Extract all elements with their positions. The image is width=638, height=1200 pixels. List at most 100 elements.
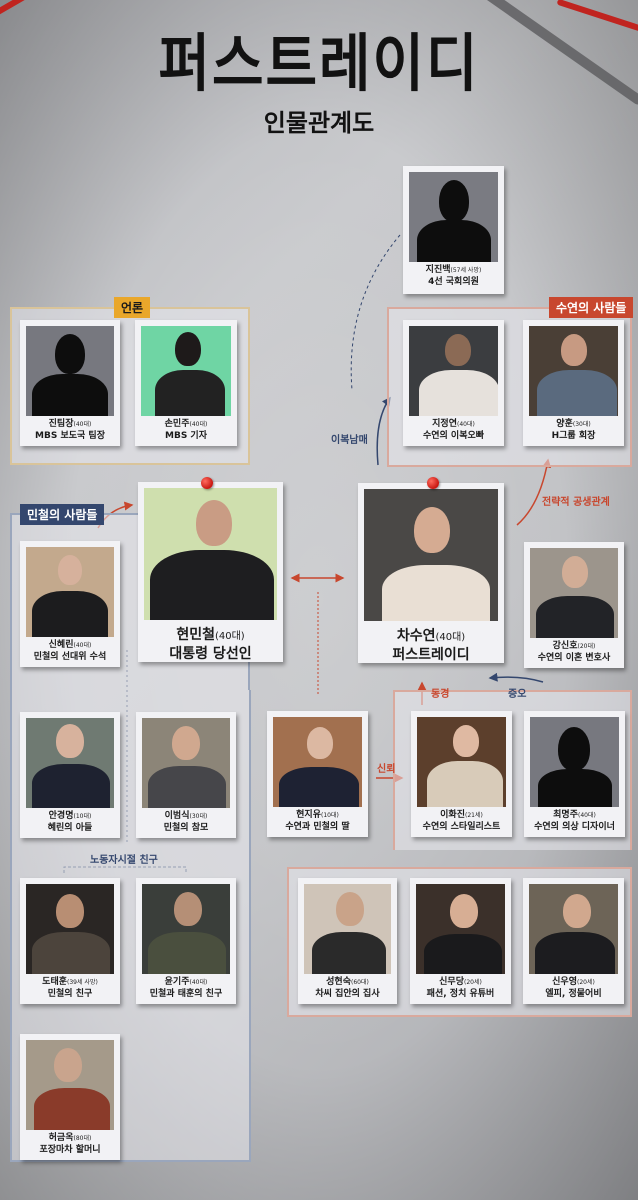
character-name: 강신호 bbox=[552, 641, 578, 651]
character-card-hyun-jiyu[interactable]: 현지유(10대) 수연과 민철의 딸 bbox=[267, 711, 368, 837]
character-age: (39세 사망) bbox=[67, 979, 98, 986]
character-card-shin-hyerin[interactable]: 신혜린(40대) 민철의 선대위 수석 bbox=[20, 541, 120, 667]
character-card-ji-jinbaek[interactable]: 지진백(57세 사망) 4선 국회의원 bbox=[403, 166, 504, 294]
character-age: (40대) bbox=[578, 812, 596, 819]
character-age: (40대) bbox=[73, 421, 92, 428]
character-card-yun-giju[interactable]: 윤기주(40대) 민철과 태훈의 친구 bbox=[136, 878, 236, 1004]
character-role: MBS 보도국 팀장 bbox=[35, 430, 105, 441]
character-role: 대통령 당선인 bbox=[169, 645, 252, 662]
character-age: (40대) bbox=[435, 632, 466, 643]
character-age: (30대) bbox=[189, 813, 208, 820]
character-name: 차수연 bbox=[396, 628, 436, 644]
character-role: 포장마차 할머니 bbox=[39, 1144, 101, 1155]
character-name: 손민주 bbox=[164, 419, 190, 429]
character-card-choi-myeongju[interactable]: 최명주(40대) 수연의 의상 디자이너 bbox=[524, 711, 625, 837]
character-name: 이범식 bbox=[164, 811, 190, 821]
label-strategic: 전략적 공생관계 bbox=[542, 497, 610, 508]
character-card-an-gyeongmyeong[interactable]: 안경명(10대) 혜린의 아들 bbox=[20, 712, 120, 838]
character-age: (20세) bbox=[577, 979, 595, 986]
character-name: 현지유 bbox=[296, 810, 321, 820]
character-card-do-taehun[interactable]: 도태훈(39세 사망) 민철의 친구 bbox=[20, 878, 120, 1004]
character-age: (57세 사망) bbox=[450, 267, 482, 274]
character-role: 수연의 스타일리스트 bbox=[422, 821, 501, 832]
character-age: (20세) bbox=[464, 979, 482, 986]
character-card-lee-beomsik[interactable]: 이범식(30대) 민철의 참모 bbox=[136, 712, 236, 838]
character-name: 이화진 bbox=[440, 810, 465, 820]
character-age: (40대) bbox=[214, 631, 245, 642]
character-photo bbox=[144, 488, 277, 620]
character-role: 수연의 의상 디자이너 bbox=[534, 821, 615, 832]
character-card-seong-hyeonsuk[interactable]: 성현숙(60대) 차씨 집안의 집사 bbox=[298, 878, 397, 1004]
pin-icon bbox=[427, 477, 439, 489]
character-card-jin-team[interactable]: 진팀장(40대) MBS 보도국 팀장 bbox=[20, 320, 120, 446]
character-card-heo-geumok[interactable]: 허금옥(80대) 포장마차 할머니 bbox=[20, 1034, 120, 1160]
character-role: 민철의 선대위 수석 bbox=[33, 651, 107, 662]
character-name: 신무당 bbox=[439, 977, 464, 987]
character-age: (80대) bbox=[73, 1135, 92, 1142]
label-hatred: 증오 bbox=[508, 689, 527, 700]
character-name: 성현숙 bbox=[326, 977, 351, 987]
page-subtitle: 인물관계도 bbox=[263, 109, 375, 137]
silhouette-icon bbox=[409, 172, 498, 262]
character-photo bbox=[364, 489, 498, 621]
character-role: 수연과 민철의 딸 bbox=[285, 821, 350, 832]
character-photo bbox=[304, 884, 391, 974]
character-role: 엘피, 정물어비 bbox=[545, 988, 602, 999]
character-photo bbox=[529, 326, 618, 416]
character-card-shin-mudang[interactable]: 신무당(20세) 패션, 정치 유튜버 bbox=[410, 878, 511, 1004]
character-role: 민철의 친구 bbox=[47, 988, 93, 999]
character-name: 신우영 bbox=[552, 977, 577, 987]
group-label-mincheol-people: 민철의 사람들 bbox=[20, 504, 105, 525]
character-photo bbox=[26, 547, 114, 637]
character-photo bbox=[273, 717, 362, 807]
character-age: (40대) bbox=[73, 642, 92, 649]
character-role: H그룹 회장 bbox=[551, 430, 596, 441]
label-admiration: 동경 bbox=[431, 689, 450, 700]
silhouette-icon bbox=[530, 717, 619, 807]
character-photo bbox=[26, 718, 114, 808]
character-age: (40대) bbox=[189, 421, 208, 428]
character-role: 민철의 참모 bbox=[163, 822, 209, 833]
character-card-ji-jeongyeon[interactable]: 지정연(40대) 수연의 이복오빠 bbox=[403, 320, 504, 446]
character-name: 현민철 bbox=[176, 627, 215, 643]
character-photo bbox=[141, 326, 231, 416]
character-name: 도태훈 bbox=[42, 977, 68, 987]
character-card-son-minju[interactable]: 손민주(40대) MBS 기자 bbox=[135, 320, 237, 446]
character-photo bbox=[416, 884, 505, 974]
character-name: 윤기주 bbox=[164, 977, 190, 987]
character-card-hyun-mincheol[interactable]: 현민철(40대) 대통령 당선인 bbox=[138, 482, 283, 662]
label-labor-friends: 노동자시절 친구 bbox=[90, 855, 158, 866]
character-photo bbox=[142, 884, 230, 974]
character-name: 지정연 bbox=[432, 419, 457, 429]
character-age: (10대) bbox=[321, 812, 339, 819]
character-age: (40대) bbox=[457, 421, 475, 428]
character-role: MBS 기자 bbox=[165, 430, 207, 441]
character-role: 차씨 집안의 집사 bbox=[315, 988, 380, 999]
character-name: 최명주 bbox=[553, 810, 578, 820]
character-role: 수연의 이복오빠 bbox=[422, 430, 485, 441]
group-label-suyeon-people: 수연의 사람들 bbox=[549, 297, 634, 318]
character-photo bbox=[417, 717, 506, 807]
character-name: 지진백 bbox=[425, 265, 451, 275]
page-title: 퍼스트레이디 bbox=[158, 27, 480, 101]
character-name: 허금옥 bbox=[48, 1133, 74, 1143]
group-label-press: 언론 bbox=[114, 297, 151, 318]
silhouette-icon bbox=[26, 326, 114, 416]
character-role: 패션, 정치 유튜버 bbox=[426, 988, 495, 999]
character-name: 양훈 bbox=[556, 419, 573, 429]
character-card-shin-uyeong[interactable]: 신우영(20세) 엘피, 정물어비 bbox=[523, 878, 624, 1004]
character-age: (40대) bbox=[189, 979, 208, 986]
character-photo bbox=[530, 548, 618, 638]
character-card-kang-shinho[interactable]: 강신호(20대) 수연의 이혼 변호사 bbox=[524, 542, 624, 668]
character-photo bbox=[409, 326, 498, 416]
character-role: 4선 국회의원 bbox=[428, 276, 479, 287]
character-card-yang-hun[interactable]: 양훈(30대) H그룹 회장 bbox=[523, 320, 624, 446]
character-age: (60대) bbox=[351, 979, 369, 986]
character-card-cha-suyeon[interactable]: 차수연(40대) 퍼스트레이디 bbox=[358, 483, 504, 663]
character-card-lee-hwajin[interactable]: 이화진(21세) 수연의 스타일리스트 bbox=[411, 711, 512, 837]
character-age: (10대) bbox=[73, 813, 92, 820]
character-age: (21세) bbox=[465, 812, 483, 819]
character-name: 신혜린 bbox=[48, 640, 74, 650]
character-age: (30대) bbox=[572, 421, 591, 428]
character-photo bbox=[26, 884, 114, 974]
